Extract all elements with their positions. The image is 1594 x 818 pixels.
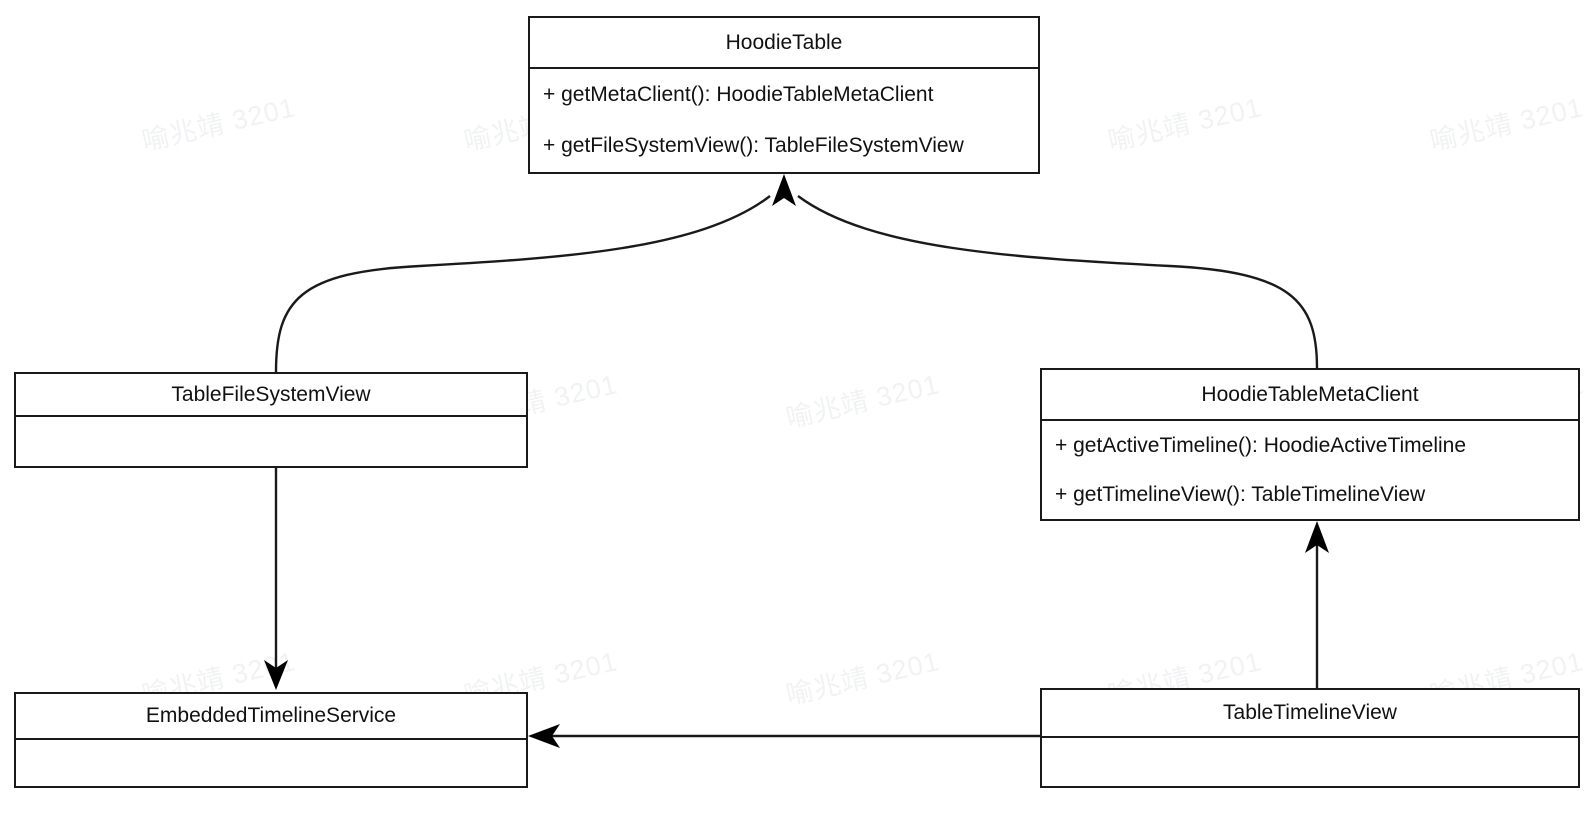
edge-fsview-to-hoodietable <box>274 195 771 373</box>
class-members-table-file-system-view <box>16 417 526 466</box>
class-member: + getActiveTimeline(): HoodieActiveTimel… <box>1055 433 1467 457</box>
class-box-embedded-timeline-service[interactable]: EmbeddedTimelineService <box>14 692 528 788</box>
class-name-table-timeline-view: TableTimelineView <box>1042 690 1578 738</box>
watermark-text: 喻兆靖 3201 <box>783 369 943 434</box>
class-members-table-timeline-view <box>1042 738 1578 786</box>
class-member: + getMetaClient(): HoodieTableMetaClient <box>543 82 934 106</box>
watermark-text: 喻兆靖 3201 <box>139 92 299 157</box>
arrowhead-into-embedded-timeline-service <box>264 660 288 690</box>
class-box-table-file-system-view[interactable]: TableFileSystemView <box>14 372 528 468</box>
class-name-embedded-timeline-service: EmbeddedTimelineService <box>16 694 526 740</box>
class-name-table-file-system-view: TableFileSystemView <box>16 374 526 417</box>
class-members-embedded-timeline-service <box>16 740 526 786</box>
arrowhead-into-hoodie-table-meta-client <box>1305 521 1329 553</box>
class-members-hoodie-table: + getMetaClient(): HoodieTableMetaClient… <box>530 69 1038 172</box>
class-name-hoodie-table-meta-client: HoodieTableMetaClient <box>1042 370 1578 421</box>
class-box-hoodie-table-meta-client[interactable]: HoodieTableMetaClient + getActiveTimeline… <box>1040 368 1580 521</box>
class-box-hoodie-table[interactable]: HoodieTable+ getMetaClient(): HoodieTabl… <box>528 16 1040 174</box>
arrowhead-into-embedded-timeline-service-right <box>528 724 560 748</box>
class-name-hoodie-table: HoodieTable <box>530 18 1038 69</box>
class-member: + getFileSystemView(): TableFileSystemVi… <box>543 134 964 158</box>
edge-metaclient-to-hoodietable <box>797 195 1319 369</box>
watermark-text: 喻兆靖 3201 <box>783 646 943 711</box>
class-members-hoodie-table-meta-client: + getActiveTimeline(): HoodieActiveTimel… <box>1042 421 1578 519</box>
class-box-table-timeline-view[interactable]: TableTimelineView <box>1040 688 1580 788</box>
arrowhead-into-hoodie-table <box>772 174 796 206</box>
watermark-text: 喻兆靖 3201 <box>1427 92 1587 157</box>
watermark-text: 喻兆靖 3201 <box>1105 92 1265 157</box>
class-member: + getTimelineView(): TableTimelineView <box>1055 482 1426 506</box>
